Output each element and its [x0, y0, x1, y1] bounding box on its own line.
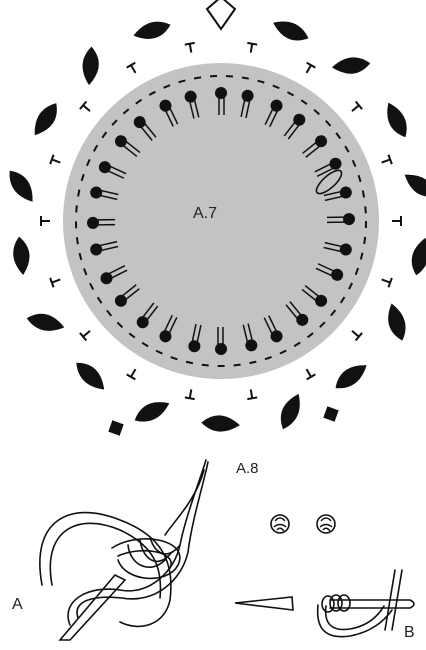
a7-circle: [63, 63, 379, 379]
t-mark-ring: [40, 41, 402, 401]
bullion-knot-icon: [159, 314, 178, 343]
bullion-knot-icon: [323, 186, 352, 202]
petal-icon: [82, 46, 99, 86]
petal-icon: [388, 303, 406, 341]
bullion-knot-icon: [264, 99, 283, 128]
t-stitch-icon: [184, 389, 195, 401]
bullion-knot-icon: [240, 89, 254, 119]
bullion-knot-icon: [184, 90, 200, 119]
t-stitch-icon: [79, 330, 91, 342]
bullion-knot-icon: [314, 157, 342, 177]
t-stitch-icon: [247, 41, 258, 53]
petal-icon: [411, 237, 426, 276]
petal-icon: [9, 170, 33, 202]
t-stitch-icon: [381, 154, 393, 165]
petal-icon: [133, 21, 171, 39]
bullion-knot-icon: [315, 263, 344, 281]
petal-icon: [387, 102, 407, 138]
bullion-knot-icon: [100, 265, 128, 285]
needle-icon: [234, 596, 294, 611]
bullion-knot-icon: [188, 323, 202, 353]
bullion-knot-icon: [133, 116, 157, 141]
outer-petal-ring: [9, 0, 426, 436]
t-stitch-icon: [351, 100, 363, 112]
t-stitch-icon: [126, 368, 137, 381]
petal-icon: [34, 103, 57, 136]
figure-label-b: B: [404, 624, 415, 641]
petal-icon: [280, 393, 300, 430]
bullion-knot-icon: [302, 135, 328, 158]
bullion-knot-icon: [301, 284, 328, 307]
needle-thread-illustration-a: [39, 459, 209, 641]
petal-icon: [26, 313, 65, 331]
t-stitch-icon: [351, 330, 363, 342]
petal-icon: [134, 402, 170, 422]
bullion-knot-icon: [114, 135, 141, 158]
bullion-knot-icon: [326, 213, 355, 226]
black-square-icon: [108, 420, 124, 436]
petal-icon: [331, 57, 371, 74]
bullion-knot-icon: [263, 315, 283, 343]
dashed-stitch-line: [75, 75, 367, 367]
petal-icon: [201, 415, 240, 432]
bullion-knot-icon: [87, 216, 116, 229]
bullion-knot-icon: [215, 327, 227, 355]
french-knot-icon: [270, 514, 290, 534]
t-stitch-icon: [49, 277, 61, 288]
bullion-knot-icon: [242, 323, 258, 352]
figure-label-a: A: [12, 596, 23, 613]
bullion-knot-icon: [283, 113, 306, 140]
petal-icon: [335, 365, 367, 389]
bullion-knot-icon: [136, 302, 159, 329]
bullion-knot-icon: [98, 161, 127, 179]
t-stitch-icon: [79, 100, 91, 112]
t-stitch-icon: [392, 216, 402, 226]
bullion-knot-icon: [285, 301, 309, 326]
t-stitch-icon: [247, 389, 258, 401]
chart-label-a7: A.7: [193, 205, 217, 222]
bullion-knot-icon: [90, 186, 119, 201]
black-square-icon: [323, 406, 339, 422]
bullion-stitch-illustration-b: [316, 569, 415, 638]
bullion-knot-icon: [159, 99, 179, 127]
t-stitch-icon: [49, 154, 61, 165]
petal-icon: [404, 174, 426, 197]
bullion-knot-icon: [215, 87, 227, 115]
bullion-knot-icon: [90, 240, 119, 256]
t-stitch-icon: [381, 277, 393, 288]
t-stitch-icon: [305, 61, 316, 74]
bullion-knot-ring: [87, 87, 355, 355]
petal-icon: [273, 21, 309, 41]
petal-icon: [13, 236, 30, 276]
t-stitch-icon: [40, 216, 50, 226]
diamond-start-icon: [205, 0, 237, 31]
bullion-knot-icon: [323, 241, 352, 256]
lazy-daisy-icon: [315, 169, 343, 195]
french-knot-icon: [316, 514, 336, 534]
t-stitch-icon: [305, 368, 316, 381]
petal-icon: [76, 362, 105, 390]
t-stitch-icon: [184, 41, 195, 53]
bullion-knot-icon: [114, 284, 140, 307]
t-stitch-icon: [126, 61, 137, 74]
chart-label-a8: A.8: [236, 460, 259, 477]
